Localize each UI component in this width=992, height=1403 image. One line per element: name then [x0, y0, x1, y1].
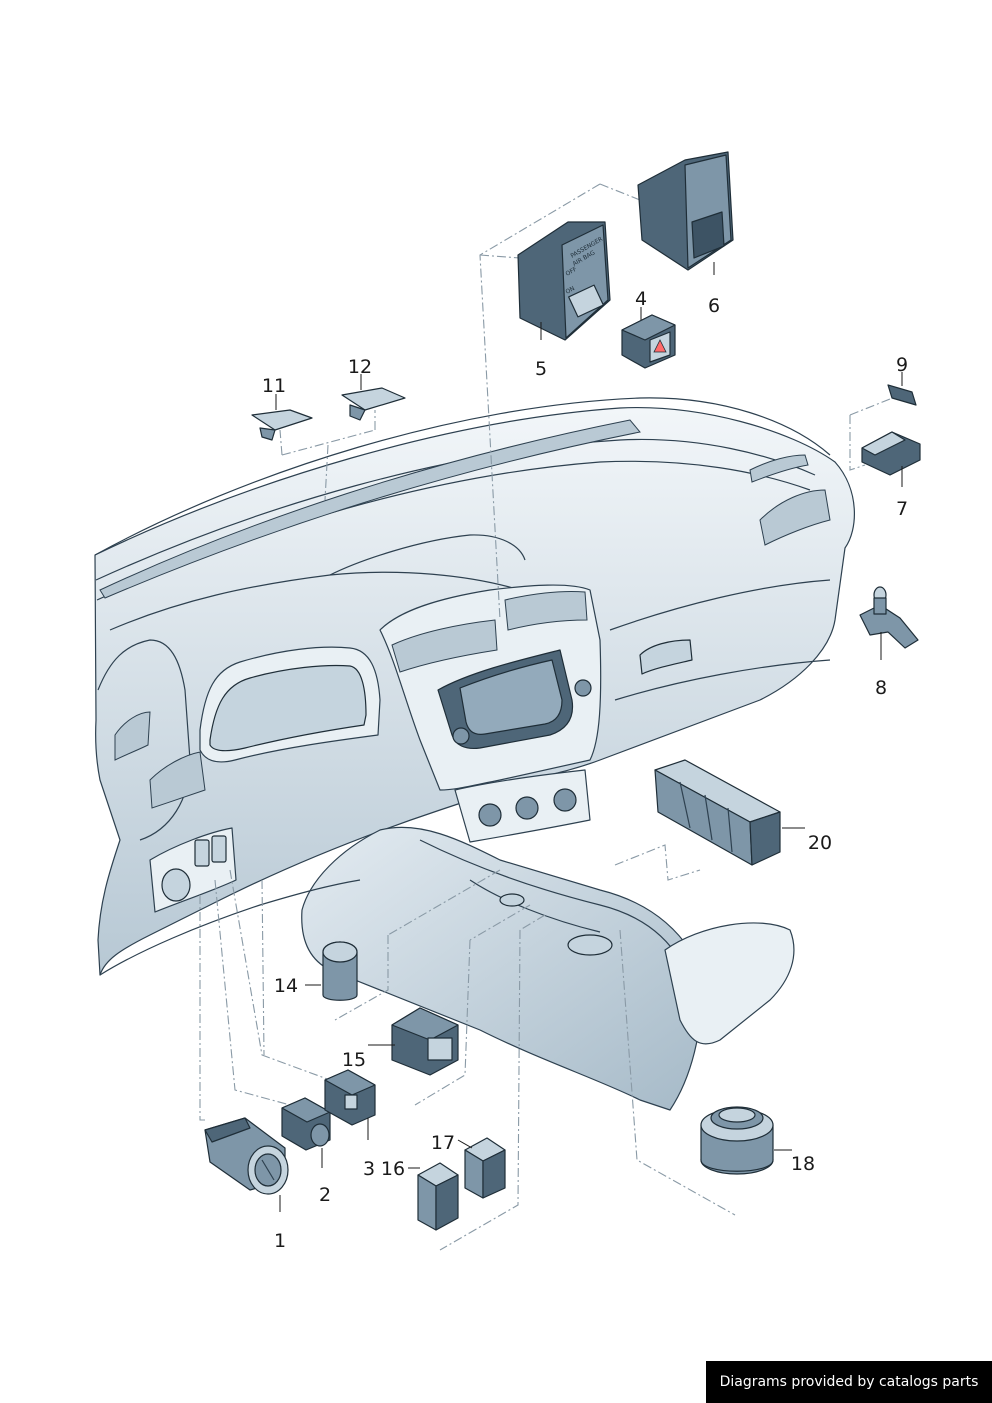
part-5-airbag-panel: PASSENGER AIR BAG OFF ON — [517, 221, 611, 341]
label-part-9: 9 — [896, 354, 908, 376]
label-part-6: 6 — [708, 295, 720, 317]
label-part-7: 7 — [896, 498, 908, 520]
part-8-sensor — [859, 586, 919, 649]
assembly-leader-lines — [199, 183, 901, 1251]
label-part-18: 18 — [791, 1153, 815, 1175]
part-6-cover-panel — [637, 151, 734, 271]
label-part-16: 16 — [381, 1158, 405, 1180]
label-part-3: 3 — [363, 1158, 375, 1180]
label-part-20: 20 — [808, 832, 832, 854]
part-20-switch-panel — [654, 759, 781, 866]
part-18-rotary-selector — [700, 1106, 774, 1175]
callout-leaders — [275, 262, 903, 1212]
part-12-cover — [341, 387, 406, 421]
label-part-17: 17 — [431, 1132, 455, 1154]
airbag-text-on: ON — [565, 285, 576, 296]
label-part-14: 14 — [274, 975, 298, 997]
label-part-5: 5 — [535, 358, 547, 380]
attribution-footer: Diagrams provided by catalogs parts — [706, 1361, 992, 1403]
part-number-labels: 1 2 3 4 5 6 7 8 9 11 12 14 15 16 17 18 2… — [262, 288, 908, 1252]
label-part-1: 1 — [274, 1230, 286, 1252]
label-part-2: 2 — [319, 1184, 331, 1206]
part-4-hazard-switch — [621, 314, 676, 369]
part-15-switch-block — [391, 1007, 459, 1076]
attribution-text: Diagrams provided by catalogs parts — [719, 1374, 979, 1390]
part-9-cap — [887, 384, 917, 406]
part-14-start-button — [322, 941, 358, 1001]
part-17-switch — [464, 1137, 506, 1199]
label-part-4: 4 — [635, 288, 647, 310]
label-part-12: 12 — [348, 356, 372, 378]
part-7-socket — [861, 431, 921, 476]
dashboard-assembly — [94, 397, 855, 1111]
part-1-headlight-switch — [204, 1117, 289, 1195]
label-part-8: 8 — [875, 677, 887, 699]
part-2-dimmer-switch — [281, 1097, 331, 1151]
part-16-switch — [417, 1162, 459, 1231]
label-part-15: 15 — [342, 1049, 366, 1071]
part-11-cover — [251, 409, 313, 441]
label-part-11: 11 — [262, 375, 286, 397]
part-3-switch — [324, 1069, 376, 1126]
